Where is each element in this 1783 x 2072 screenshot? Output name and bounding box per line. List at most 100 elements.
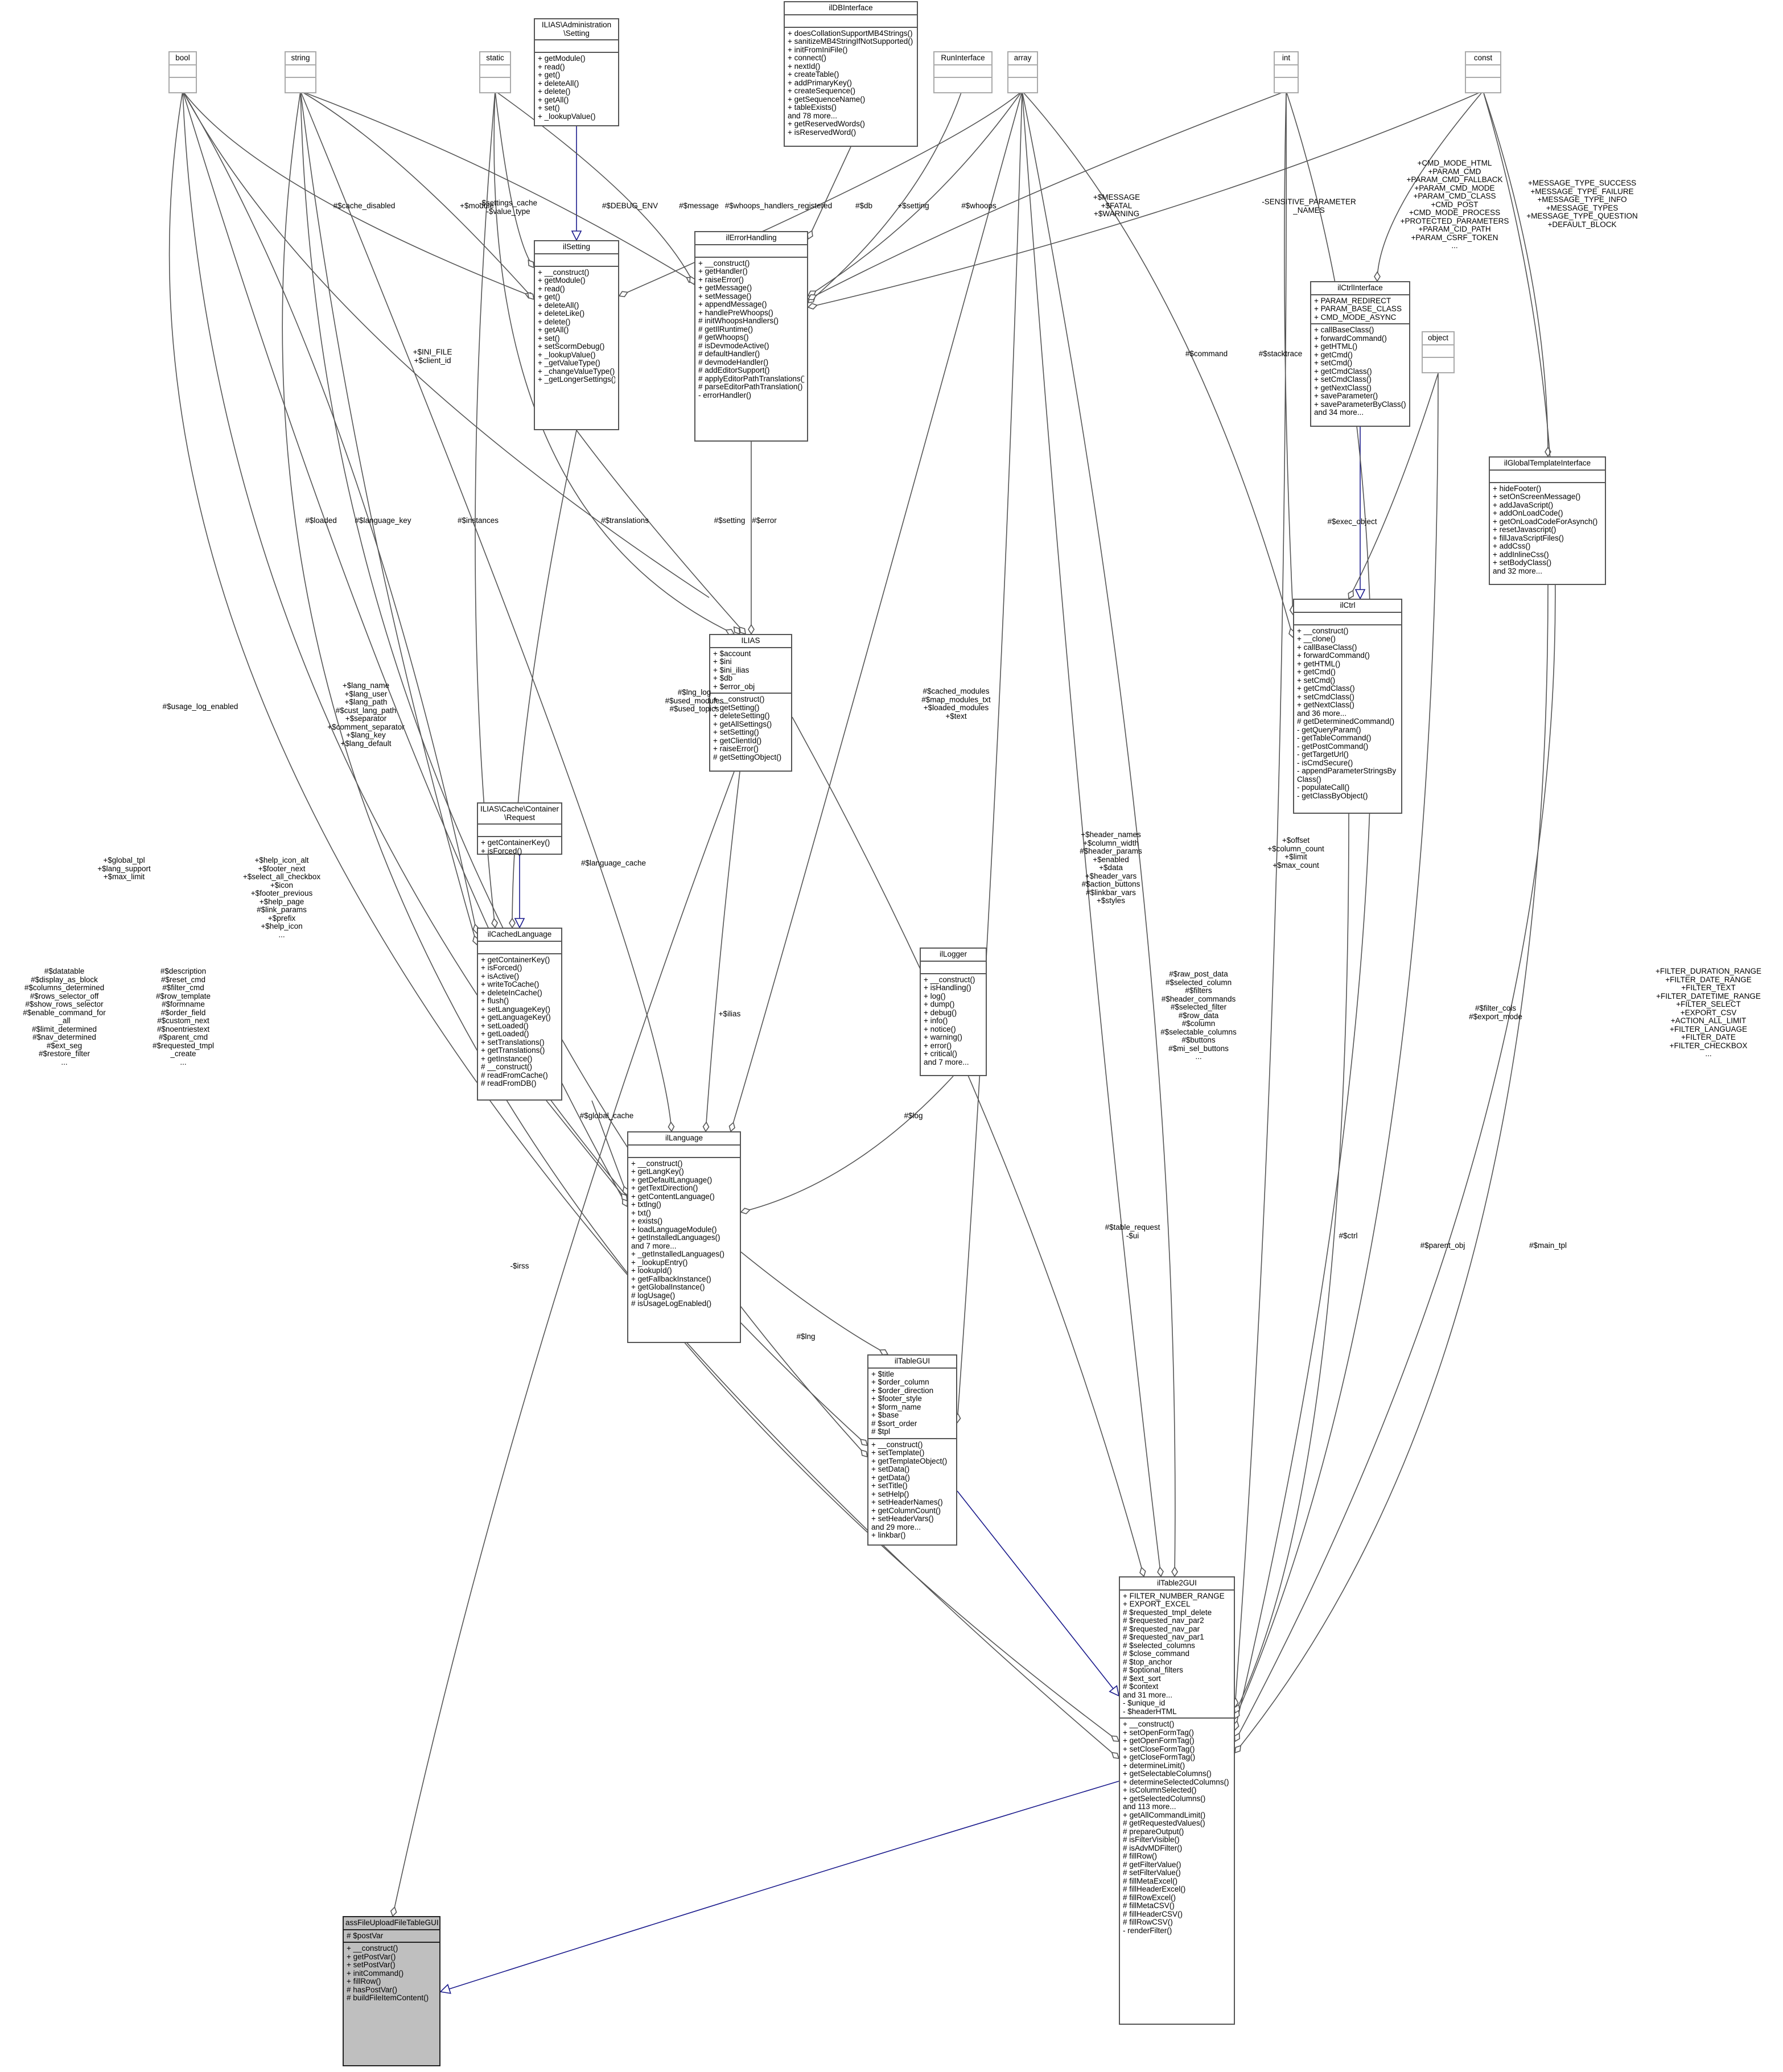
- method-row: + read(): [538, 285, 565, 293]
- method-row: # buildFileItemContent(): [347, 1994, 429, 2002]
- class-node-int[interactable]: int: [1274, 51, 1299, 93]
- class-methods: + __construct()+ getLangKey()+ getDefaul…: [628, 1158, 740, 1310]
- edge-line: [440, 1781, 1119, 1992]
- method-row: + set(): [538, 104, 560, 112]
- composition-diamond: [491, 917, 499, 929]
- edge: [182, 90, 480, 934]
- edge-label-cached-modules: #$cached_modules#$map_modules_txt+$loade…: [921, 687, 991, 720]
- class-node-static[interactable]: static: [479, 51, 511, 93]
- edge-label-line: #$enable_command_for: [23, 1008, 106, 1017]
- class-methods: + hideFooter()+ setOnScreenMessage()+ ad…: [1490, 483, 1605, 578]
- edge-label-usage-log: #$usage_log_enabled: [163, 702, 238, 711]
- edge-label-line: #$selected_column: [1165, 978, 1232, 987]
- class-methods: + __construct()+ getModule()+ read()+ ge…: [535, 267, 618, 386]
- edge: [300, 90, 535, 300]
- method-row: + getAll(): [538, 96, 569, 104]
- composition-diamond: [860, 1439, 868, 1447]
- edge-line: [1022, 90, 1294, 638]
- class-methods: + __construct()+ setTemplate()+ getTempl…: [868, 1439, 956, 1542]
- class-node-errorhandling[interactable]: ilErrorHandling+ __construct()+ getHandl…: [694, 231, 808, 442]
- attribute-row: + $order_column: [871, 1378, 929, 1386]
- class-methods: [170, 78, 196, 89]
- class-title: ilSetting: [535, 241, 618, 254]
- class-node-focus[interactable]: assFileUploadFileTableGUI# $postVar+ __c…: [343, 1916, 440, 2066]
- class-node-const[interactable]: const: [1465, 51, 1501, 93]
- edge-line: [808, 90, 1484, 308]
- edge-line: [1234, 584, 1549, 1753]
- method-row: # devmodeHandler(): [698, 358, 769, 366]
- class-node-illogger[interactable]: ilLogger+ __construct()+ isHandling()+ l…: [920, 948, 987, 1076]
- method-row: + appendMessage(): [698, 300, 767, 308]
- class-node-runinterface[interactable]: RunInterface: [933, 51, 993, 93]
- class-node-ilsetting[interactable]: ilSetting + __construct()+ getModule()+ r…: [534, 240, 619, 430]
- edge: [1234, 813, 1349, 1714]
- inheritance-arrowhead: [1109, 1685, 1120, 1697]
- class-node-ilias[interactable]: ILIAS+ $account+ $ini+ $ini_ilias+ $db+ …: [709, 634, 792, 772]
- class-node-tablegui[interactable]: ilTableGUI+ $title+ $order_column+ $orde…: [867, 1354, 957, 1546]
- edge-label-line: #$log: [904, 1111, 923, 1120]
- inheritance-arrowhead: [1354, 589, 1366, 600]
- edge-label-line: #$used_topics: [669, 705, 719, 713]
- edge-label-irss: -$irss: [510, 1262, 529, 1271]
- method-row: + setBodyClass(): [1493, 559, 1552, 567]
- class-methods: [934, 78, 991, 89]
- method-row: + determineSelectedColumns(): [1123, 1778, 1229, 1786]
- attribute-row: + PARAM_REDIRECT: [1314, 296, 1391, 305]
- class-node-array[interactable]: array: [1007, 51, 1038, 93]
- method-row: + setSetting(): [713, 728, 759, 736]
- edge-label-command: #$command: [1185, 349, 1228, 359]
- class-attributes: [478, 942, 561, 954]
- edge-line: [1234, 90, 1556, 1742]
- class-node-cachedlang[interactable]: ilCachedLanguage+ getContainerKey()+ isF…: [477, 928, 562, 1101]
- edge-label-setting-hash: #$setting: [714, 516, 746, 525]
- method-row: + getLanguageKey(): [481, 1014, 551, 1021]
- method-row: + saveParameter(): [1314, 392, 1378, 400]
- class-node-cacherequest[interactable]: ILIAS\Cache\Container \Request+ getConta…: [477, 802, 562, 855]
- class-node-setting-iface[interactable]: ILIAS\Administration \Setting+ getModule…: [534, 18, 619, 126]
- edge-label-line: #$error: [752, 516, 777, 525]
- edge-label-line: #$exec_object: [1327, 517, 1377, 526]
- method-row: + addInlineCss(): [1493, 550, 1549, 559]
- edge-label-setting-plus: +$setting: [897, 201, 929, 211]
- class-node-object[interactable]: object: [1422, 331, 1455, 373]
- edge-label-help-icon: +$help_icon_alt+$footer_next+$select_all…: [243, 856, 320, 939]
- class-node-ctrlinterface[interactable]: ilCtrlInterface+ PARAM_REDIRECT+ PARAM_B…: [1310, 281, 1410, 427]
- method-row: + linkbar(): [871, 1531, 906, 1539]
- class-node-dbinterface[interactable]: ilDBInterface+ doesCollationSupportMB4St…: [784, 1, 918, 147]
- method-row: - errorHandler(): [698, 391, 752, 399]
- edge-line: [591, 1100, 628, 1196]
- composition-diamond: [1110, 1735, 1120, 1742]
- composition-diamond: [860, 1449, 868, 1458]
- class-node-ilctrl[interactable]: ilCtrl+ __construct()+ __clone()+ callBa…: [1293, 599, 1402, 814]
- method-row: + debug(): [924, 1008, 957, 1017]
- edge-label-lng: #$lng: [796, 1332, 815, 1341]
- class-attributes: [1008, 65, 1037, 78]
- method-row: + nextId(): [788, 62, 821, 71]
- method-row: + setHeaderNames(): [871, 1498, 943, 1506]
- method-row: # fillRowExcel(): [1123, 1893, 1176, 1902]
- edge-label-main-tpl: #$main_tpl: [1529, 1241, 1567, 1250]
- edge-label-line: #$datatable: [44, 967, 85, 975]
- edge-label-line: +$MESSAGE: [1093, 193, 1140, 201]
- edge-label-line: #$used_modules: [665, 696, 724, 705]
- method-row: + getLangKey(): [631, 1168, 684, 1176]
- attribute-row: # $close_command: [1123, 1650, 1190, 1658]
- class-node-table2gui[interactable]: ilTable2GUI+ FILTER_NUMBER_RANGE+ EXPORT…: [1119, 1576, 1235, 2025]
- method-row: + getMessage(): [698, 284, 752, 292]
- method-row: + deleteSetting(): [713, 712, 770, 720]
- method-row: + __construct(): [1297, 627, 1349, 635]
- edge-line: [300, 90, 477, 945]
- class-attributes: [286, 65, 315, 78]
- class-node-illanguage[interactable]: ilLanguage+ __construct()+ getLangKey()+…: [627, 1131, 741, 1343]
- edge-label-line: +$lang_user: [344, 689, 388, 698]
- class-node-bool[interactable]: bool: [168, 51, 197, 93]
- method-row: + hideFooter(): [1493, 484, 1542, 493]
- edge-label-line: +$WARNING: [1093, 209, 1140, 218]
- attribute-row: # $requested_nav_par: [1123, 1625, 1200, 1633]
- class-node-globaltemplate[interactable]: ilGlobalTemplateInterface+ hideFooter()+…: [1489, 456, 1606, 585]
- class-node-string[interactable]: string: [285, 51, 316, 93]
- method-row: + __construct(): [924, 975, 975, 984]
- method-row: + flush(): [481, 997, 509, 1005]
- edge-label-line: #$lng_log: [677, 688, 711, 697]
- edge-label-line: #$action_buttons: [1081, 880, 1140, 888]
